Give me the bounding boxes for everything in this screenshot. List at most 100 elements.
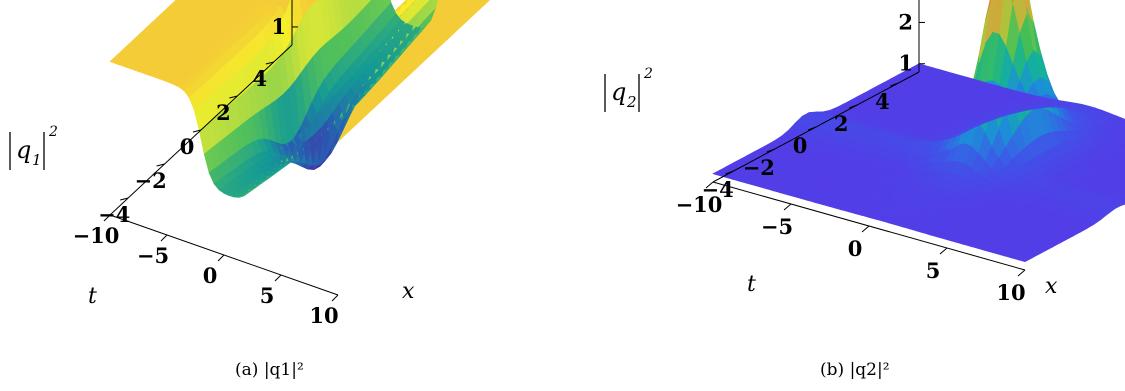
b-surface-patch — [1120, 185, 1125, 190]
b-t-tick-label: 4 — [875, 89, 890, 114]
caption-a: (a) |q1|² — [235, 360, 304, 380]
b-x-tick-mark — [861, 225, 870, 233]
b-x-tick-mark — [783, 203, 792, 211]
a-x-tick-mark — [160, 234, 168, 242]
b-surface-patch — [1113, 187, 1125, 194]
b-surface-patch — [1114, 141, 1125, 149]
a-surface-patch — [452, 0, 463, 5]
a-surface-mesh — [109, 0, 491, 198]
a-t-tick-label: −2 — [134, 168, 166, 193]
caption-b-body: |q2|² — [849, 360, 890, 380]
b-x-tick-mark — [705, 181, 714, 189]
b-surface-patch — [1113, 197, 1125, 202]
a-x-tick-label: 0 — [203, 263, 218, 288]
b-surface-patch — [1114, 159, 1125, 166]
a-t-tick-label: −4 — [98, 202, 130, 227]
b-surface-patch — [1120, 191, 1125, 195]
b-x-tick-label: 5 — [926, 258, 941, 283]
b-x-tick-label: −10 — [676, 192, 723, 217]
b-z-tick-label: 2 — [898, 9, 913, 34]
b-x-tick-label: 0 — [848, 236, 863, 261]
a-surface-patch — [415, 0, 425, 15]
b-surface-patch — [1114, 129, 1125, 137]
caption-b: (b) |q2|² — [820, 360, 890, 380]
a-surface-patch — [248, 0, 259, 4]
b-t-axis-label: t — [747, 272, 756, 297]
b-surface-patch — [1121, 140, 1125, 144]
b-surface-patch — [1121, 157, 1125, 162]
a-surface-patch — [409, 0, 421, 21]
b-surface-patch — [992, 0, 1005, 34]
a-surface-patch — [402, 0, 412, 12]
a-t-tick-label: 0 — [180, 134, 195, 159]
b-t-tick-label: 2 — [834, 111, 849, 136]
a-z-label-sub: 1 — [32, 151, 42, 169]
b-surface-patch — [1121, 122, 1125, 126]
b-x-tick-label: 10 — [996, 280, 1025, 305]
b-surface-patch — [1114, 147, 1125, 155]
b-t-tick-label: −4 — [701, 177, 733, 202]
a-surface-patch — [186, 0, 197, 5]
a-t-tick-label: 2 — [216, 100, 231, 125]
a-x-tick-mark — [103, 214, 111, 222]
b-surface-patch — [1120, 174, 1125, 179]
b-z-tick-label: 1 — [898, 51, 913, 76]
b-surface-patch — [985, 0, 992, 20]
b-surface-patch — [1121, 146, 1125, 150]
b-surface-patch — [1114, 117, 1125, 125]
b-t-tick-mark — [766, 148, 775, 153]
a-surface-patch — [265, 0, 274, 3]
a-t-tick-mark — [156, 163, 165, 167]
a-x-tick-label: −10 — [73, 223, 120, 248]
a-t-tick-mark — [229, 95, 238, 99]
b-x-tick-label: −5 — [761, 214, 793, 239]
b-z-label-sub: 2 — [626, 93, 637, 111]
b-t-tick-mark — [725, 170, 734, 175]
b-surface-patch — [1113, 182, 1125, 189]
caption-a-body: |q1|² — [263, 360, 304, 380]
a-t-tick-label: 4 — [252, 66, 267, 91]
a-x-tick-label: −5 — [137, 243, 169, 268]
a-surface-patch — [473, 0, 484, 5]
a-surface-patch — [279, 0, 291, 14]
b-surface-patch — [1121, 134, 1125, 138]
a-surface-patch — [428, 0, 430, 1]
a-surface-patch — [447, 0, 456, 3]
a-x-axis-label: x — [402, 279, 415, 304]
b-surface-patch — [1113, 192, 1125, 198]
caption-a-tag: (a) — [235, 360, 259, 380]
b-z-label-exp: 2 — [643, 66, 653, 82]
b-x-tick-mark — [939, 247, 948, 255]
b-t-tick-mark — [849, 104, 858, 109]
b-surface-patch — [1114, 170, 1125, 178]
b-z-label-base: q — [611, 78, 626, 106]
b-surface-patch — [1114, 123, 1125, 131]
b-t-tick-mark — [807, 126, 817, 131]
a-surface-patch — [421, 0, 430, 9]
b-surface-patch — [1120, 180, 1125, 184]
a-surface-patch — [429, 0, 438, 15]
b-surface-patch — [1121, 128, 1125, 132]
a-surface-patch — [401, 0, 408, 6]
caption-b-tag: (b) — [820, 360, 845, 380]
a-surface-patch — [253, 0, 266, 6]
b-x-tick-mark — [1017, 269, 1026, 277]
a-surface-patch — [478, 0, 491, 6]
b-surface-patch — [1120, 200, 1125, 203]
a-surface-patch — [269, 0, 280, 5]
a-x-tick-mark — [331, 294, 339, 302]
a-z-tick-label: 1 — [271, 14, 286, 39]
a-t-axis-label: t — [88, 284, 97, 309]
a-z-label-exp: 2 — [48, 124, 58, 140]
b-t-tick-mark — [890, 82, 899, 87]
b-surface-patch — [1121, 152, 1125, 156]
a-t-tick-mark — [192, 129, 202, 133]
b-surface-patch — [1114, 165, 1125, 172]
b-surface-mesh — [712, 0, 1125, 263]
